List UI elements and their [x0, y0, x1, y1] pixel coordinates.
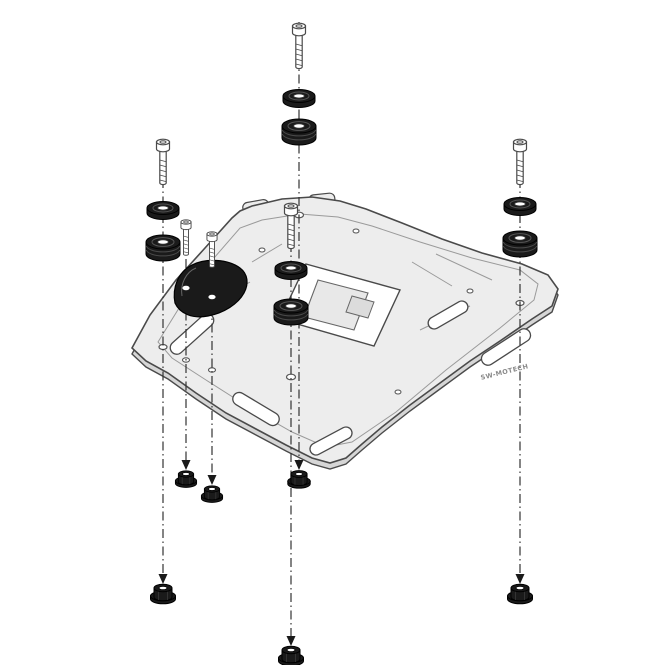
- nut-left: [150, 583, 176, 605]
- arrow-bottom-center: [286, 636, 296, 646]
- rack-inner-rim: [157, 213, 539, 448]
- screw-adapter-1: [180, 219, 192, 256]
- rack-hole-decor-4: [394, 389, 402, 395]
- grommet-right: [502, 230, 538, 258]
- screw-right: [512, 138, 528, 186]
- arrow-adapter-2: [207, 475, 217, 485]
- washer-top-center: [282, 89, 316, 108]
- washer-right: [503, 197, 537, 216]
- rack-slot-bottom-center: [309, 426, 353, 456]
- rack-hole-decor-2: [352, 228, 360, 234]
- washer-left: [146, 201, 180, 220]
- hardware-nuts: [150, 460, 533, 665]
- screw-left: [155, 138, 171, 186]
- arrow-top-center: [294, 460, 304, 470]
- nut-top-center: [287, 470, 311, 489]
- adapter-hole-1: [182, 285, 190, 291]
- nut-bottom-center: [278, 645, 304, 665]
- adapter-plate: [173, 259, 248, 318]
- rack-center-latch: [345, 295, 375, 319]
- nut-adapter-2: [200, 485, 224, 503]
- adapter-plate-highlight: [181, 267, 197, 297]
- rack-center-mechanism: [303, 279, 369, 331]
- rack-hole-decor-1: [258, 247, 266, 253]
- nut-right: [507, 583, 533, 605]
- arrow-adapter-1: [181, 460, 191, 470]
- rack-plate: SW-MOTECH: [130, 192, 559, 470]
- rack-slot-right-wing: [480, 328, 532, 366]
- adapter-plate-body: [173, 259, 248, 318]
- grommet-top-center: [281, 118, 317, 146]
- adapter-hole-2: [208, 294, 216, 300]
- arrow-left: [158, 574, 168, 584]
- washer-mid-center: [274, 261, 308, 280]
- arrow-right: [515, 574, 525, 584]
- rack-hole-decor-3: [466, 288, 474, 294]
- rack-slot-mid-right: [427, 300, 469, 330]
- grommet-left: [145, 234, 181, 262]
- rack-slot-bottom-left: [232, 391, 280, 427]
- rack-slot-left-wing: [169, 313, 215, 355]
- grommet-mid-center: [273, 298, 309, 326]
- screw-top-center: [291, 22, 307, 70]
- nut-adapter-1: [174, 470, 198, 488]
